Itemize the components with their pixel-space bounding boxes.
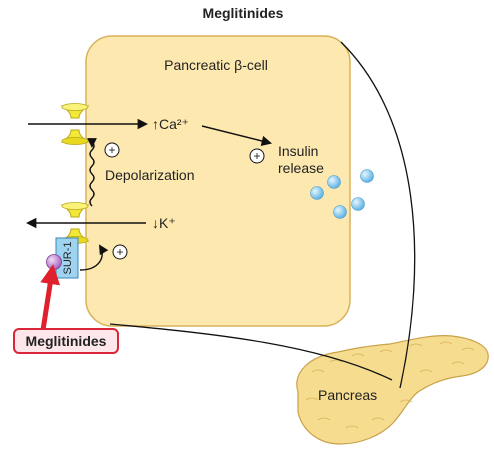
insulin-release-line1: Insulin [278, 143, 318, 159]
sur1-label: SUR-1 [62, 241, 74, 274]
pancreas-organ [296, 335, 489, 445]
calcium-channel [60, 103, 90, 145]
plus-sign-insulin: + [249, 148, 265, 164]
depolarization-label: Depolarization [105, 167, 195, 183]
potassium-decrease-label: ↓K⁺ [152, 215, 176, 231]
ca-to-insulin-arrow [201, 125, 273, 147]
diagram-title: Meglitinides [203, 5, 284, 21]
pancreas-label: Pancreas [318, 387, 377, 403]
calcium-increase-label: ↑Ca²⁺ [152, 116, 189, 132]
meglitinides-box [13, 328, 119, 354]
plus-sign-receptor: + [112, 244, 128, 260]
plus-sign-depolarization: + [104, 142, 120, 158]
meglitinides-box-label: Meglitinides [26, 333, 107, 349]
insulin-granules [310, 169, 374, 219]
beta-cell-label: Pancreatic β-cell [164, 57, 268, 73]
svg-text:+: + [108, 143, 115, 157]
svg-text:+: + [116, 245, 123, 259]
connector-line-bottom [109, 323, 393, 381]
meglitinide-red-arrow [40, 264, 61, 331]
depolarization-wavy-arrow [87, 138, 97, 207]
receptor-to-channel-arrow [79, 244, 109, 271]
meglitinide-molecule [46, 254, 62, 270]
connector-line-right [340, 41, 416, 389]
pancreatic-beta-cell [85, 35, 351, 327]
insulin-release-line2: release [278, 160, 324, 176]
svg-text:+: + [253, 149, 260, 163]
